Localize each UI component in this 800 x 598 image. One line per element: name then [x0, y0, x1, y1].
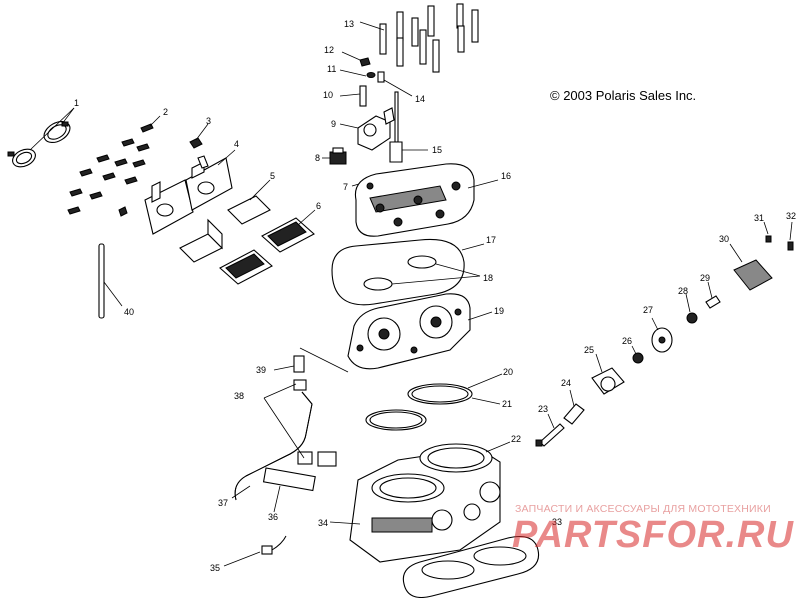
callout-35: 35: [210, 563, 220, 573]
callout-10: 10: [323, 90, 333, 100]
callout-25: 25: [584, 345, 594, 355]
cylinder-head: [347, 293, 493, 370]
callout-29: 29: [700, 273, 710, 283]
callout-28: 28: [678, 286, 688, 296]
reed-valves: [179, 179, 316, 285]
callout-19: 19: [494, 306, 504, 316]
callout-12: 12: [324, 45, 334, 55]
callout-2: 2: [163, 107, 168, 117]
callout-39: 39: [256, 365, 266, 375]
callout-7: 7: [343, 182, 348, 192]
callout-13: 13: [344, 19, 354, 29]
thermostat-housing: [339, 91, 428, 163]
callout-labels: 1 2 3 4 5 6 7 8 9 10 11 12 13 14 15 16 1…: [74, 19, 796, 573]
callout-9: 9: [331, 119, 336, 129]
callout-5: 5: [270, 171, 275, 181]
callout-17: 17: [486, 235, 496, 245]
cylinder-block: [329, 441, 511, 563]
small-fasteners: [339, 51, 413, 107]
callout-22: 22: [511, 434, 521, 444]
watermark-caption: ЗАПЧАСТИ И АКСЕССУАРЫ ДЛЯ МОТОТЕХНИКИ: [515, 503, 771, 515]
callout-31: 31: [754, 213, 764, 223]
coolant-hose: [231, 347, 349, 513]
callout-21: 21: [502, 399, 512, 409]
callout-26: 26: [622, 336, 632, 346]
callout-34: 34: [318, 518, 328, 528]
callout-1: 1: [74, 98, 79, 108]
callout-27: 27: [643, 305, 653, 315]
intake-adapter: [144, 149, 236, 235]
callout-40: 40: [124, 307, 134, 317]
callout-32: 32: [786, 211, 796, 221]
callout-16: 16: [501, 171, 511, 181]
clip-part: [189, 123, 209, 149]
callout-24: 24: [561, 378, 571, 388]
rod-part: [98, 243, 123, 319]
callout-3: 3: [206, 116, 211, 126]
watermark-logo: PARTSFOR.RU: [512, 514, 794, 556]
head-cover: [354, 163, 499, 237]
callout-4: 4: [234, 139, 239, 149]
callout-33: 33: [552, 517, 562, 527]
head-gasket: [331, 238, 485, 306]
temp-sensor: [223, 535, 287, 567]
head-bolts: [359, 3, 479, 73]
callout-38: 38: [234, 391, 244, 401]
callout-37: 37: [218, 498, 228, 508]
copyright-notice: © 2003 Polaris Sales Inc.: [550, 88, 697, 103]
hose-clamps: [7, 107, 75, 168]
callout-15: 15: [432, 145, 442, 155]
callout-11: 11: [327, 64, 336, 74]
reed-bolts: [67, 115, 161, 217]
callout-23: 23: [538, 404, 548, 414]
callout-20: 20: [503, 367, 513, 377]
callout-8: 8: [315, 153, 320, 163]
water-pump-parts: [535, 221, 794, 447]
callout-14: 14: [415, 94, 425, 104]
callout-30: 30: [719, 234, 729, 244]
base-gaskets: [365, 373, 503, 431]
callout-18: 18: [483, 273, 493, 283]
callout-36: 36: [268, 512, 278, 522]
callout-6: 6: [316, 201, 321, 211]
